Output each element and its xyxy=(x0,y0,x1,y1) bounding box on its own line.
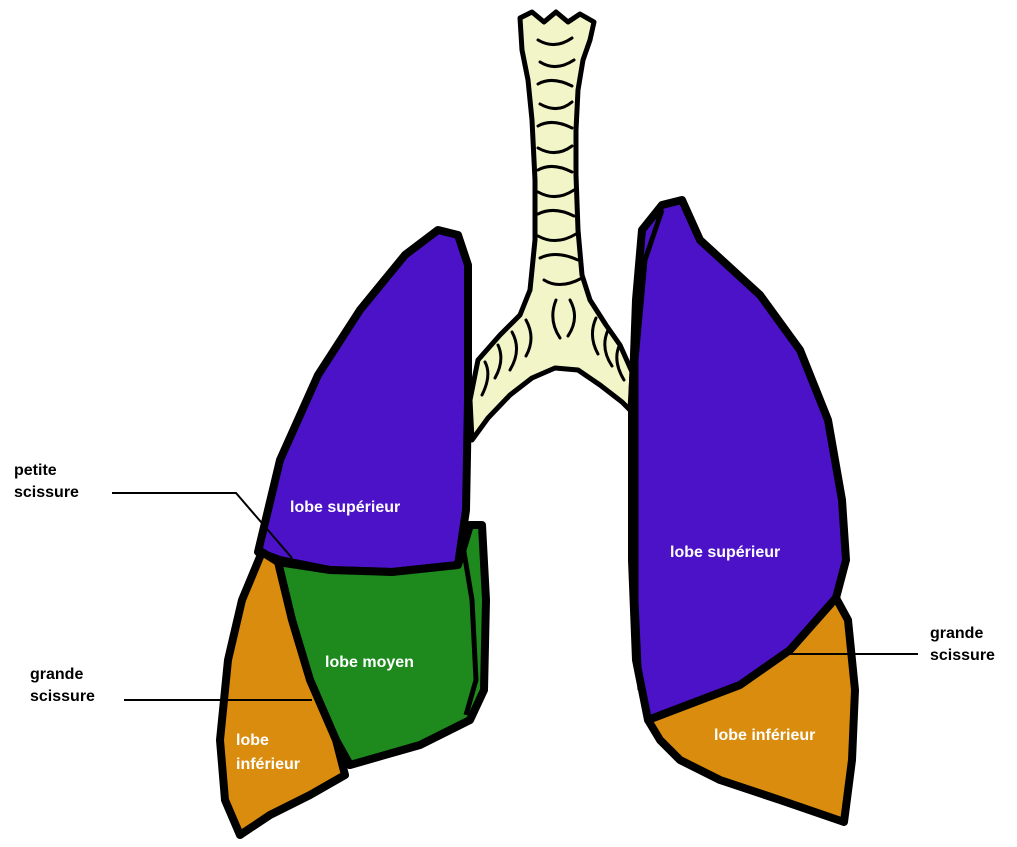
right-lower-lobe-label-line2: inférieur xyxy=(236,756,300,773)
right-middle-lobe-label: lobe moyen xyxy=(325,654,414,671)
grande-scissure-right-callout-line1: grande xyxy=(930,625,983,642)
grande-scissure-left-callout-line1: grande xyxy=(30,666,83,683)
trachea xyxy=(470,12,632,440)
right-upper-lobe xyxy=(258,230,468,572)
grande-scissure-right-callout-line2: scissure xyxy=(930,647,995,664)
petite-scissure-callout-line1: petite xyxy=(14,462,57,479)
petite-scissure-callout-line2: scissure xyxy=(14,484,79,501)
left-upper-lobe-label: lobe supérieur xyxy=(670,544,780,561)
right-upper-lobe-label: lobe supérieur xyxy=(290,499,400,516)
right-lower-lobe-label-line1: lobe xyxy=(236,732,269,749)
trachea-body xyxy=(470,12,632,440)
grande-scissure-left-callout-line2: scissure xyxy=(30,688,95,705)
left-lower-lobe-label: lobe inférieur xyxy=(714,727,815,744)
